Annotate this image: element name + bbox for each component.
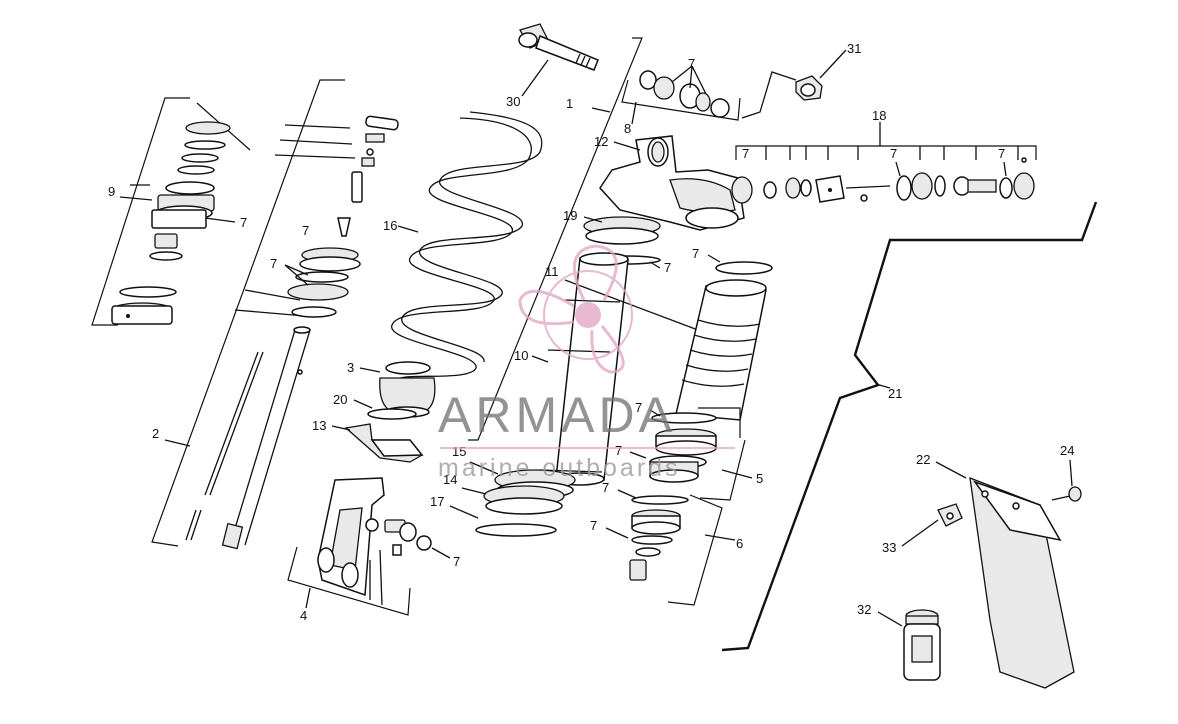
callout-12: 12 bbox=[594, 134, 608, 149]
callout-7l: 7 bbox=[742, 146, 749, 161]
callout-7g: 7 bbox=[692, 246, 699, 261]
group-4-bracket bbox=[287, 546, 411, 616]
callout-7k: 7 bbox=[590, 518, 597, 533]
callout-4: 4 bbox=[300, 608, 307, 623]
armada-logo-icon bbox=[518, 244, 633, 374]
part-15-14-17-rings bbox=[475, 469, 576, 537]
callout-30: 30 bbox=[506, 94, 520, 109]
callout-33: 33 bbox=[882, 540, 896, 555]
part-9-seal-stack bbox=[111, 121, 231, 325]
part-2-rods bbox=[185, 115, 399, 550]
callout-7d: 7 bbox=[453, 554, 460, 569]
part-4-lower-eyelet bbox=[317, 477, 432, 597]
callout-7j: 7 bbox=[602, 480, 609, 495]
part-8-seal-kit bbox=[639, 70, 730, 118]
callout-19: 19 bbox=[563, 208, 577, 223]
callout-7f: 7 bbox=[664, 260, 671, 275]
part-30-bolt bbox=[518, 23, 599, 71]
part-11-bellows bbox=[675, 279, 767, 421]
callout-32: 32 bbox=[857, 602, 871, 617]
part-18-valve-kit bbox=[731, 157, 1035, 204]
armada-watermark: ARMADA marine outboards bbox=[438, 244, 735, 482]
callout-7n: 7 bbox=[998, 146, 1005, 161]
callout-20: 20 bbox=[333, 392, 347, 407]
callout-17: 17 bbox=[430, 494, 444, 509]
part-12-top-eyelet bbox=[599, 135, 745, 231]
part-16-spring bbox=[391, 111, 543, 381]
callout-13: 13 bbox=[312, 418, 326, 433]
group-5-bracket bbox=[698, 407, 753, 501]
part-24-screw bbox=[1051, 486, 1082, 502]
callout-31: 31 bbox=[847, 41, 861, 56]
group-18-bracket bbox=[735, 122, 1037, 160]
watermark-title: ARMADA bbox=[438, 387, 676, 443]
callout-14: 14 bbox=[443, 472, 457, 487]
callout-1: 1 bbox=[566, 96, 573, 111]
group-1-bracket bbox=[468, 37, 643, 441]
callout-7i: 7 bbox=[615, 443, 622, 458]
callout-21: 21 bbox=[888, 386, 902, 401]
callout-7a: 7 bbox=[240, 215, 247, 230]
part-13-clip bbox=[344, 423, 424, 463]
callout-11: 11 bbox=[545, 264, 559, 279]
group-8-bracket bbox=[621, 65, 741, 121]
callout-5: 5 bbox=[756, 471, 763, 486]
callout-18: 18 bbox=[872, 108, 886, 123]
callout-8: 8 bbox=[624, 121, 631, 136]
watermark-subtitle: marine outboards bbox=[438, 454, 681, 482]
callout-7b: 7 bbox=[302, 223, 309, 238]
callout-16: 16 bbox=[383, 218, 397, 233]
callout-7e: 7 bbox=[688, 56, 695, 71]
callout-10: 10 bbox=[514, 348, 528, 363]
callout-24: 24 bbox=[1060, 443, 1074, 458]
part-10-11-body bbox=[539, 252, 629, 486]
group-2-bracket bbox=[151, 79, 356, 547]
group-6-bracket bbox=[667, 494, 736, 606]
callout-9: 9 bbox=[108, 184, 115, 199]
part-22-mud-guard bbox=[969, 476, 1075, 689]
part-33-clip bbox=[937, 503, 963, 527]
callout-7m: 7 bbox=[890, 146, 897, 161]
part-7-seal-stack-2 bbox=[287, 247, 361, 318]
callout-22: 22 bbox=[916, 452, 930, 467]
callout-6: 6 bbox=[736, 536, 743, 551]
callout-7h: 7 bbox=[635, 400, 642, 415]
part-3-bump-stop bbox=[367, 361, 436, 420]
part-32-oil-bottle bbox=[903, 609, 941, 681]
callout-7c: 7 bbox=[270, 256, 277, 271]
group-21-bracket bbox=[721, 201, 1098, 652]
part-31-nut bbox=[795, 75, 823, 101]
group-9-bracket bbox=[91, 97, 251, 326]
part-6-valve-stack bbox=[629, 495, 689, 581]
callout-2: 2 bbox=[152, 426, 159, 441]
callout-3: 3 bbox=[347, 360, 354, 375]
